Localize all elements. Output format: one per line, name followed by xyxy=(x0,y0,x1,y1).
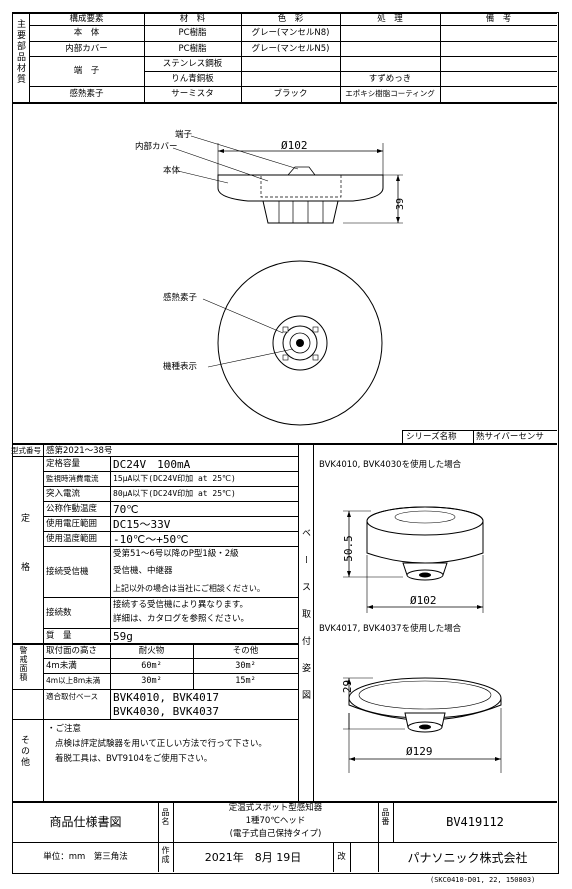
receiver-label: 接続受信機 xyxy=(46,567,89,577)
number-label: 品番 xyxy=(381,808,390,826)
made-date: 2021年 8月 19日 xyxy=(204,851,302,864)
case2-title: BVK4017, BVK4037を使用した場合 xyxy=(319,624,462,634)
spec-label-temp: 公称作動温度 xyxy=(46,504,98,514)
alarm-row1-fireproof: 60m² xyxy=(141,661,162,671)
materials-side-label: 主要部品材質 xyxy=(15,19,25,85)
note-line-1: 点検は評定試験器を用いて正しい方法で行って下さい。 xyxy=(55,739,267,749)
count-label: 接続数 xyxy=(46,608,72,618)
row-element-material: サーミスタ xyxy=(171,89,214,99)
name-label: 品名 xyxy=(161,808,170,826)
row-terminal-treatment: すずめっき xyxy=(368,74,412,84)
base-line-2: BVK4030, BVK4037 xyxy=(113,705,219,718)
label-body: 本体 xyxy=(163,166,181,176)
row-terminal-name: 端 子 xyxy=(73,66,100,76)
revision-label: 改 xyxy=(337,852,346,862)
doc-type: 商品仕様書図 xyxy=(49,815,122,829)
receiver-line-3: 上記以外の場合は当社にご相談ください。 xyxy=(113,584,265,593)
base-drawing-side-label: ベース取付姿図 xyxy=(300,528,310,717)
case2-height: 29 xyxy=(341,679,355,694)
alarm-header-height: 取付面の高さ xyxy=(46,646,98,656)
label-inner-cover: 内部カバー xyxy=(135,142,178,152)
dim-height-top: 39 xyxy=(395,197,407,211)
spec-sheet: 主要部品材質 構成要素 材 料 色 彩 処 理 備 考 本 体 PC樹脂 グレー… xyxy=(11,12,559,874)
product-number: BV419112 xyxy=(446,815,504,829)
col-header-treatment: 処 理 xyxy=(377,14,403,24)
other-side-label: その他 xyxy=(19,735,29,768)
spec-value-inrush: 80μA以下(DC24V印加 at 25℃) xyxy=(113,489,236,498)
spec-label-temp-range: 使用温度範囲 xyxy=(46,534,98,544)
base-drawings xyxy=(343,506,502,773)
row-body-name: 本 体 xyxy=(73,28,100,38)
made-label: 作成 xyxy=(161,846,170,864)
series-label: シリーズ名称 xyxy=(406,432,457,442)
receiver-line-2: 受信機、中継器 xyxy=(113,566,173,576)
alarm-row2-other: 15m² xyxy=(235,676,256,686)
approval-label: 型式番号 xyxy=(11,446,41,455)
weight-value: 59g xyxy=(113,630,133,643)
spec-value-temp: 70℃ xyxy=(113,503,139,516)
weight-label: 質 量 xyxy=(46,631,72,641)
count-line-1: 接続する受信機により異なります。 xyxy=(113,600,248,610)
note-heading: ・ご注意 xyxy=(47,724,82,734)
label-model-indicator: 機種表示 xyxy=(163,362,198,372)
row-element-color: ブラック xyxy=(273,89,308,99)
row-terminal-material-1: ステンレス鋼板 xyxy=(162,59,223,69)
rating-side-label: 定格 xyxy=(19,513,29,611)
alarm-side-label: 警戒面積 xyxy=(19,646,28,682)
alarm-row1-other: 30m² xyxy=(235,661,256,671)
col-header-material: 材 料 xyxy=(179,14,206,24)
spec-value-standby-current: 15μA以下(DC24V印加 at 25℃) xyxy=(113,474,236,483)
row-element-name: 感熱素子 xyxy=(69,89,104,99)
base-line-1: BVK4010, BVK4017 xyxy=(113,691,219,704)
count-line-2: 詳細は、カタログを参照ください。 xyxy=(113,614,250,624)
case1-height: 50.5 xyxy=(341,535,355,562)
col-header-component: 構成要素 xyxy=(69,14,104,24)
alarm-row2-height: 4m以上8m未満 xyxy=(46,676,101,685)
unit-note: 単位：mm 第三角法 xyxy=(43,852,128,862)
alarm-row1-height: 4m未満 xyxy=(46,661,77,671)
spec-value-capacity: DC24V 100mA xyxy=(113,458,191,471)
alarm-header-fireproof: 耐火物 xyxy=(138,646,165,656)
label-terminal: 端子 xyxy=(175,130,193,140)
row-body-material: PC樹脂 xyxy=(178,28,207,38)
row-cover-color: グレー(マンセルN5) xyxy=(251,44,330,54)
receiver-line-1: 受第51～6号以降のP型1級・2級 xyxy=(113,549,239,559)
alarm-header-other: その他 xyxy=(232,646,259,656)
row-cover-material: PC樹脂 xyxy=(178,44,207,54)
spec-value-temp-range: -10℃～+50℃ xyxy=(113,533,189,546)
series-value: 熱サイバーセンサ xyxy=(476,432,544,442)
spec-value-voltage: DC15～33V xyxy=(113,518,171,531)
alarm-row2-fireproof: 30m² xyxy=(141,676,162,686)
spec-label-inrush: 突入電流 xyxy=(46,489,81,499)
case1-title: BVK4010, BVK4030を使用した場合 xyxy=(319,460,462,470)
case2-diameter: Ø129 xyxy=(406,745,433,758)
company-name: パナソニック株式会社 xyxy=(407,851,528,865)
spec-label-capacity: 定格容量 xyxy=(46,459,81,469)
name-line-1: 定温式スポット型感知器 xyxy=(228,803,323,813)
note-line-2: 着脱工具は、BVT9104をご使用下さい。 xyxy=(55,754,213,764)
approval-value: 感第2021～38号 xyxy=(46,446,113,456)
row-body-color: グレー(マンセルN8) xyxy=(251,28,330,38)
name-line-2: 1種70℃ヘッド xyxy=(245,816,306,826)
row-cover-name: 内部カバー xyxy=(65,44,108,54)
dim-diameter-top: Ø102 xyxy=(281,139,308,152)
footer-code: (SKC0410-D01, 22, 150803) xyxy=(430,876,536,884)
case1-diameter: Ø102 xyxy=(410,594,437,607)
row-element-treatment: エポキシ樹脂コーティング xyxy=(345,89,435,98)
product-side-view xyxy=(172,135,403,426)
label-sensing-element: 感熱素子 xyxy=(163,293,198,303)
col-header-color: 色 彩 xyxy=(277,14,304,24)
spec-label-voltage: 使用電圧範囲 xyxy=(46,519,98,529)
row-terminal-material-2: りん青銅板 xyxy=(171,74,214,84)
base-label: 適合取付ベース xyxy=(46,692,99,701)
col-header-remarks: 備 考 xyxy=(485,14,512,24)
name-line-3: (電子式自己保持タイプ) xyxy=(229,829,322,839)
spec-label-standby-current: 監視時消費電流 xyxy=(46,474,99,483)
